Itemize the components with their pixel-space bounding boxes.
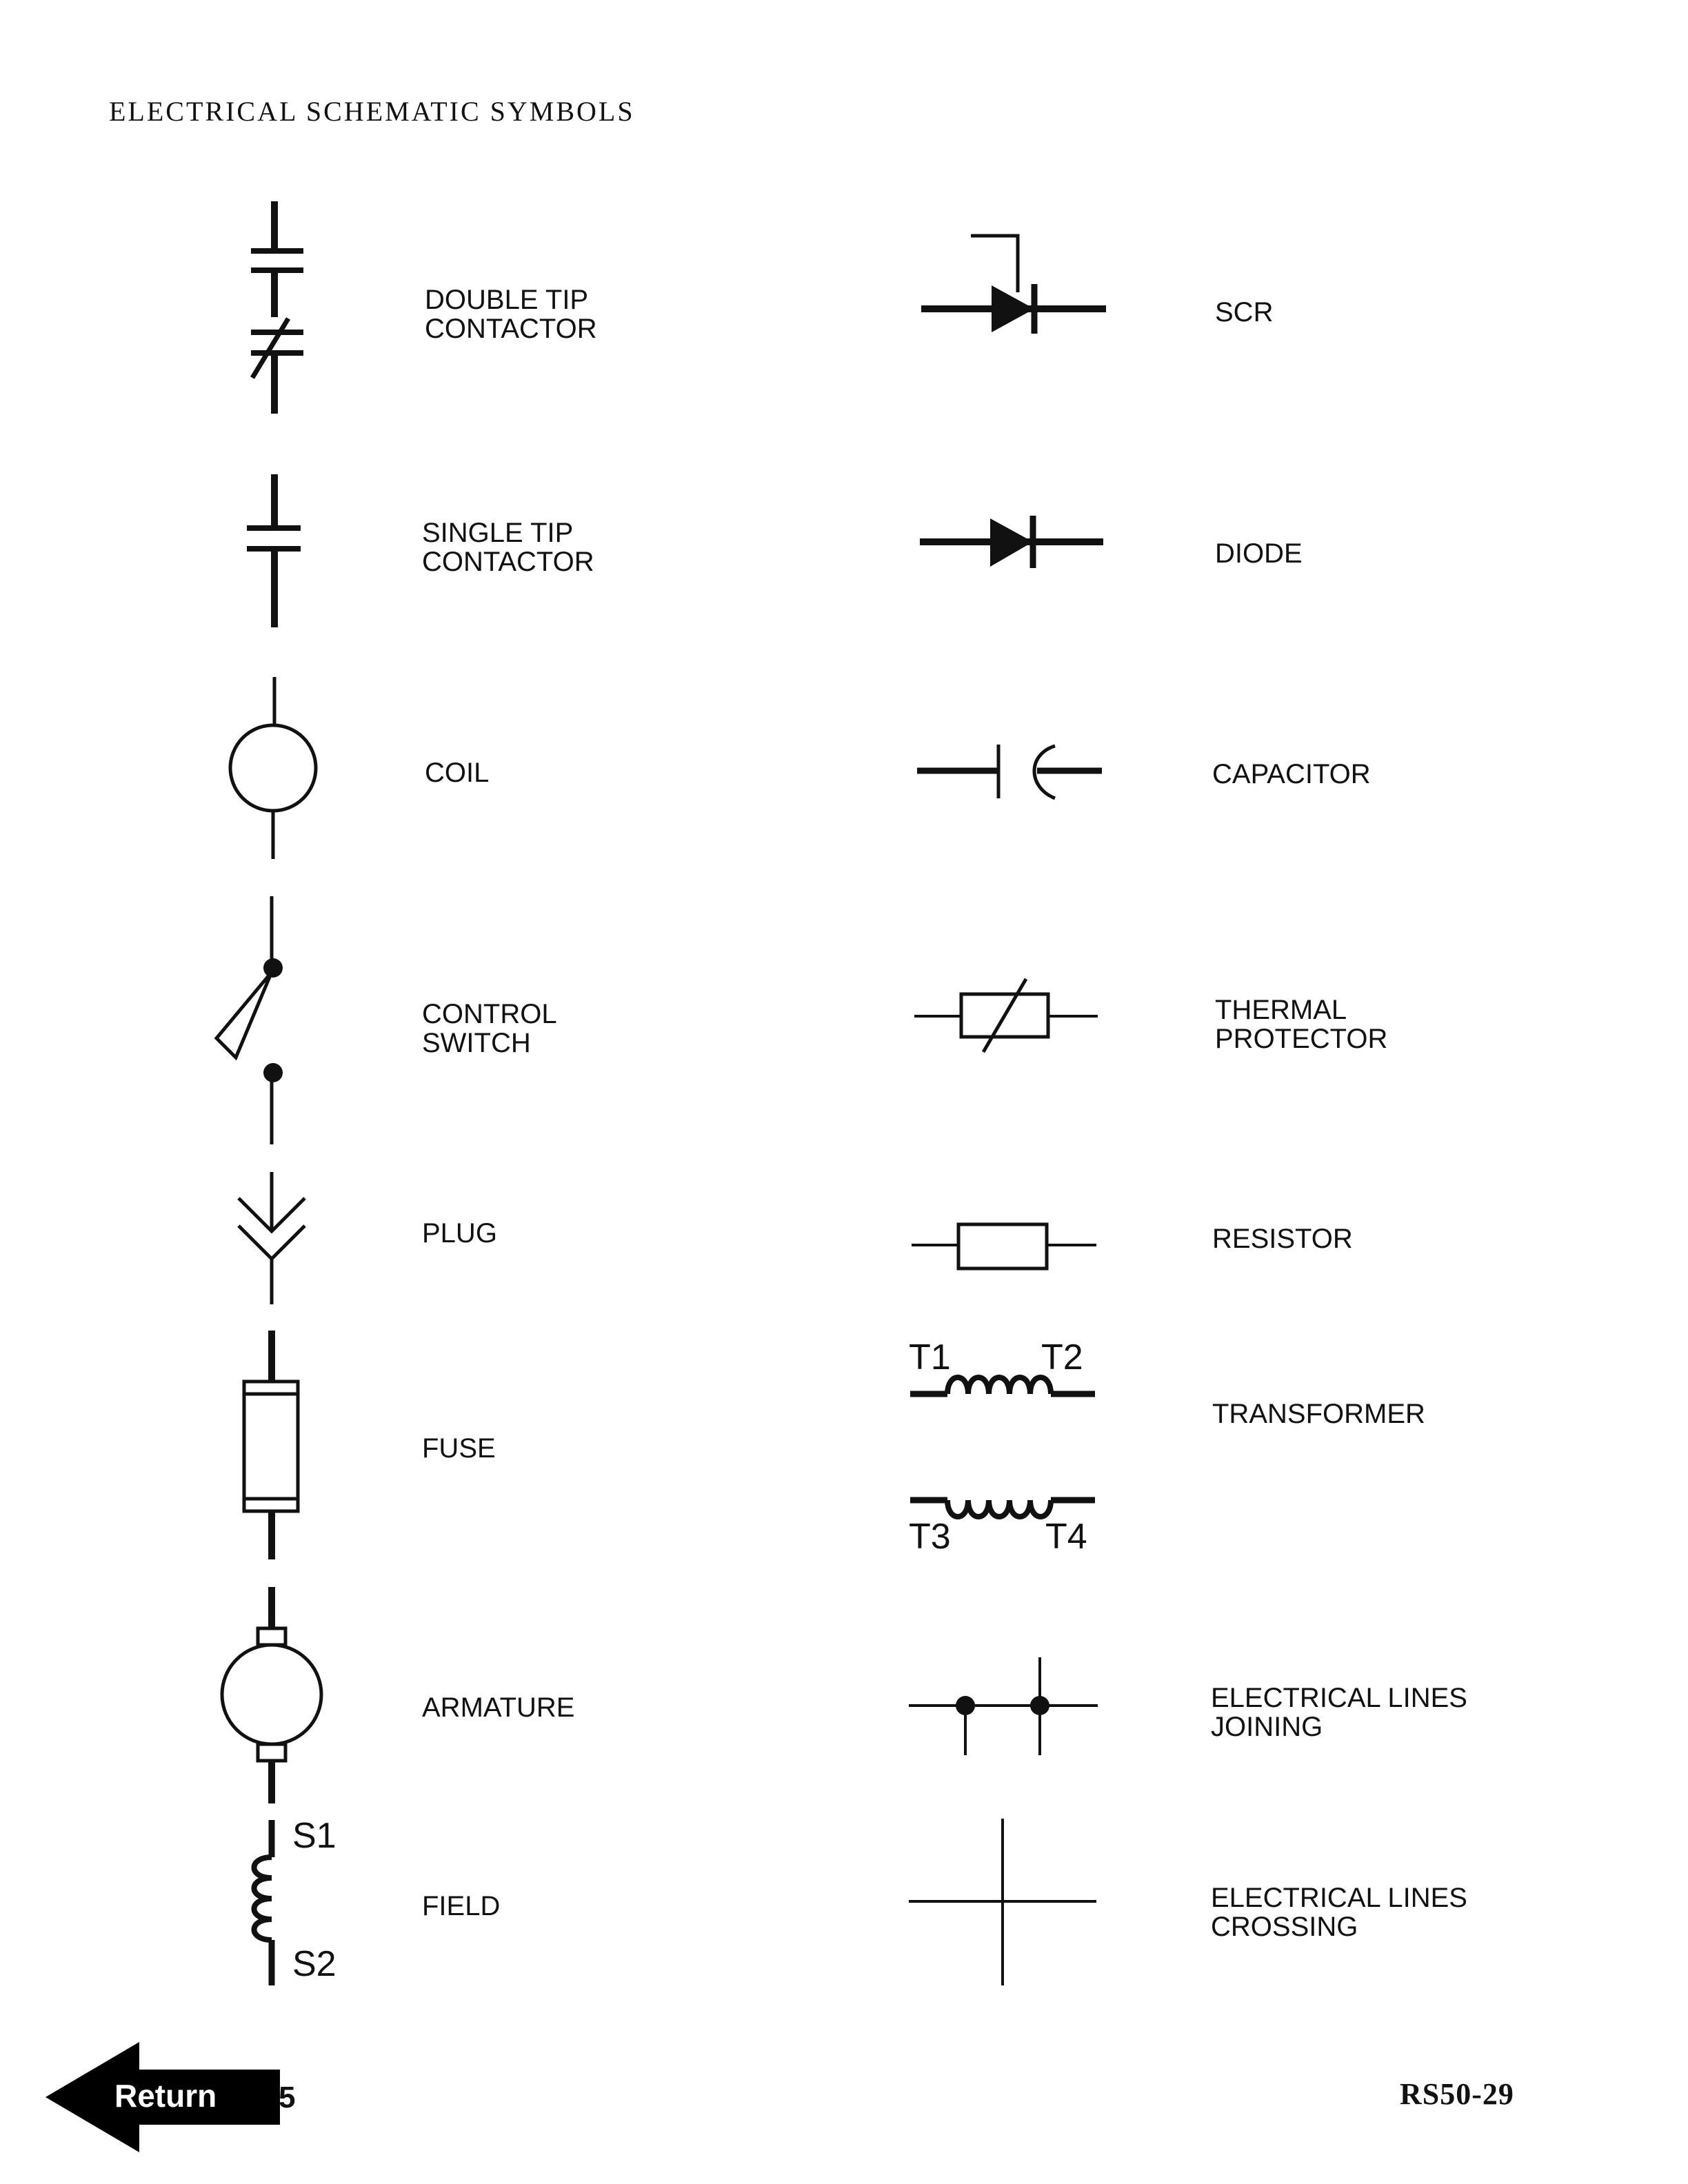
label-control-switch: CONTROL SWITCH <box>422 999 557 1058</box>
lines-crossing-icon <box>909 1819 1096 1985</box>
page-title: ELECTRICAL SCHEMATIC SYMBOLS <box>109 96 635 127</box>
armature-icon <box>220 1587 323 1803</box>
capacitor-icon <box>917 744 1102 800</box>
label-armature: ARMATURE <box>422 1692 575 1723</box>
label-transformer: TRANSFORMER <box>1212 1399 1425 1429</box>
label-electrical-lines-joining: ELECTRICAL LINES JOINING <box>1211 1683 1467 1742</box>
label-field: FIELD <box>422 1891 501 1921</box>
resistor-icon <box>912 1222 1096 1271</box>
transformer-terminal-t3: T3 <box>909 1517 951 1557</box>
label-capacitor: CAPACITOR <box>1212 759 1371 789</box>
label-fuse: FUSE <box>422 1433 496 1464</box>
coil-icon <box>228 677 318 859</box>
label-resistor: RESISTOR <box>1212 1224 1353 1254</box>
plug-icon <box>237 1172 306 1304</box>
label-plug: PLUG <box>422 1218 497 1248</box>
fuse-icon <box>242 1331 300 1559</box>
diode-icon <box>920 516 1103 568</box>
page-number: 5 <box>279 2081 296 2114</box>
label-thermal-protector: THERMAL PROTECTOR <box>1215 995 1388 1054</box>
field-icon <box>251 1820 275 1985</box>
document-code: RS50-29 <box>1400 2077 1514 2111</box>
return-label[interactable]: Return <box>114 2078 217 2114</box>
transformer-terminal-t4: T4 <box>1045 1517 1087 1557</box>
label-scr: SCR <box>1215 297 1274 327</box>
label-coil: COIL <box>425 758 490 788</box>
transformer-icon <box>910 1375 1095 1519</box>
transformer-terminal-t1: T1 <box>909 1337 951 1377</box>
left-arrow-icon <box>46 2042 280 2152</box>
label-double-tip-contactor: DOUBLE TIP CONTACTOR <box>425 285 597 344</box>
return-button[interactable] <box>46 2042 280 2152</box>
label-electrical-lines-crossing: ELECTRICAL LINES CROSSING <box>1211 1883 1467 1942</box>
label-diode: DIODE <box>1215 538 1303 569</box>
field-terminal-s1: S1 <box>292 1816 336 1856</box>
lines-joining-icon <box>909 1657 1098 1755</box>
field-terminal-s2: S2 <box>292 1944 336 1984</box>
single-tip-contactor-icon <box>247 474 301 627</box>
label-single-tip-contactor: SINGLE TIP CONTACTOR <box>422 518 594 577</box>
transformer-terminal-t2: T2 <box>1041 1337 1083 1377</box>
thermal-protector-icon <box>914 978 1098 1053</box>
scr-icon <box>921 234 1106 334</box>
control-switch-icon <box>214 896 283 1144</box>
double-tip-contactor-icon <box>250 201 303 414</box>
